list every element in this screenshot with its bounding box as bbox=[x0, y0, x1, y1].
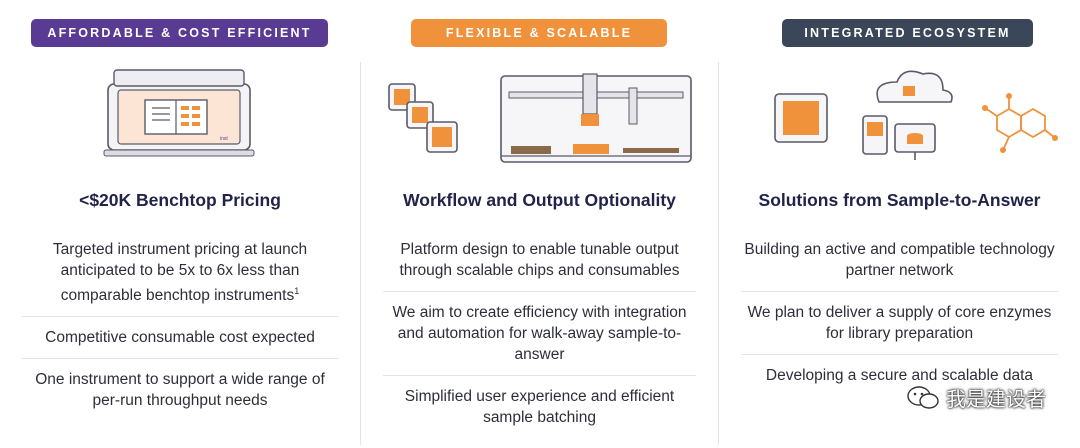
list-item: We aim to create efficiency with integra… bbox=[383, 302, 696, 376]
badge-ecosystem: INTEGRATED ECOSYSTEM bbox=[782, 19, 1033, 47]
bullet-text: Targeted instrument pricing at launch an… bbox=[52, 241, 308, 305]
svg-text:inst: inst bbox=[220, 136, 228, 142]
wechat-icon bbox=[907, 385, 939, 409]
bullet-list: Targeted instrument pricing at launch an… bbox=[22, 239, 338, 431]
footnote-marker: 1 bbox=[294, 286, 300, 296]
heading-solutions: Solutions from Sample-to-Answer bbox=[758, 190, 1041, 210]
list-item: Building an active and compatible techno… bbox=[741, 239, 1058, 292]
list-item: We plan to deliver a supply of core enzy… bbox=[741, 302, 1058, 355]
bullet-list: Building an active and compatible techno… bbox=[741, 239, 1058, 406]
list-item: Targeted instrument pricing at launch an… bbox=[22, 239, 338, 318]
molecule-icon bbox=[984, 96, 1056, 151]
column-divider bbox=[360, 62, 361, 445]
cloud-network-icon bbox=[876, 70, 953, 103]
benchtop-instrument-icon: inst bbox=[103, 69, 255, 157]
workflow-illustration bbox=[388, 73, 692, 163]
badge-flexible: FLEXIBLE & SCALABLE bbox=[411, 19, 667, 47]
column-divider bbox=[718, 62, 719, 445]
watermark: 我是建设者 bbox=[906, 383, 1046, 412]
list-item: Developing a secure and scalable data bbox=[765, 367, 1034, 384]
list-item: Competitive consumable cost expected bbox=[22, 327, 338, 360]
list-item: Simplified user experience and efficient… bbox=[404, 388, 675, 426]
column-ecosystem: INTEGRATED ECOSYSTEM bbox=[719, 0, 1080, 445]
watermark-text: 我是建设者 bbox=[946, 389, 1046, 411]
chip-stack-icon bbox=[388, 83, 458, 153]
heading-workflow: Workflow and Output Optionality bbox=[403, 190, 676, 210]
column-flexible: FLEXIBLE & SCALABLE Wor bbox=[361, 0, 718, 445]
ecosystem-illustration bbox=[774, 70, 1058, 160]
liquid-handler-icon bbox=[500, 73, 692, 163]
monitor-database-icon bbox=[894, 123, 936, 160]
bullet-list: Platform design to enable tunable output… bbox=[383, 239, 696, 448]
list-item: One instrument to support a wide range o… bbox=[35, 371, 325, 410]
column-affordable: AFFORDABLE & COST EFFICIENT inst <$20K B… bbox=[0, 0, 360, 445]
chip-icon bbox=[774, 93, 828, 143]
list-item: Platform design to enable tunable output… bbox=[383, 239, 696, 292]
heading-pricing: <$20K Benchtop Pricing bbox=[79, 190, 281, 210]
badge-affordable: AFFORDABLE & COST EFFICIENT bbox=[31, 19, 328, 47]
tablet-icon bbox=[862, 115, 888, 155]
